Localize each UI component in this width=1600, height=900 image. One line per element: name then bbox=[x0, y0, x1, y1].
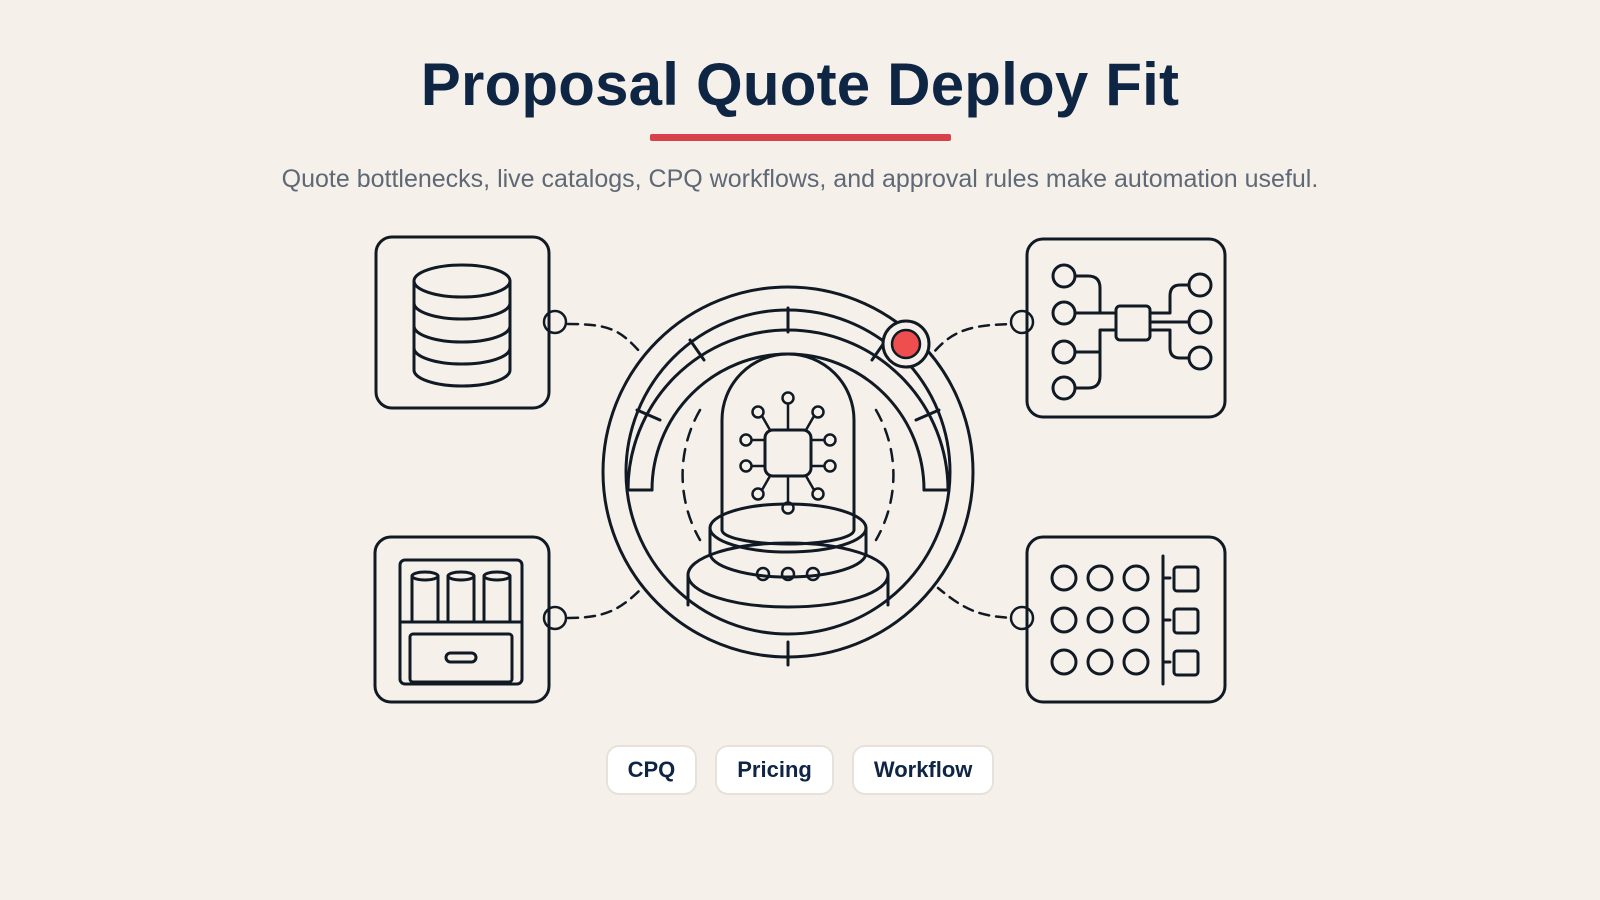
tag-workflow: Workflow bbox=[851, 745, 995, 795]
tag-pricing: Pricing bbox=[715, 745, 834, 795]
toggle-grid-icon bbox=[1025, 535, 1227, 704]
database-icon bbox=[374, 235, 551, 410]
connector-node-top-left bbox=[542, 309, 568, 335]
connector-node-top-right bbox=[1009, 309, 1035, 335]
tag-row: CPQ Pricing Workflow bbox=[0, 745, 1600, 795]
tag-cpq: CPQ bbox=[605, 745, 698, 795]
connector-node-bottom-left bbox=[542, 605, 568, 631]
connector-nodes bbox=[542, 309, 1035, 631]
alert-dot-icon bbox=[881, 319, 931, 369]
connector-bottom-right bbox=[936, 586, 1025, 620]
ai-chip-dome-icon bbox=[601, 285, 975, 667]
title-underline bbox=[650, 134, 951, 141]
page-subtitle: Quote bottlenecks, live catalogs, CPQ wo… bbox=[281, 165, 1319, 193]
connector-top-left bbox=[566, 322, 642, 354]
connectors bbox=[566, 322, 1025, 620]
workflow-network-icon bbox=[1025, 237, 1227, 419]
connector-bottom-left bbox=[566, 586, 644, 620]
connector-top-right bbox=[932, 322, 1025, 354]
cabinet-drawer-icon bbox=[373, 535, 551, 704]
connector-node-bottom-right bbox=[1009, 605, 1035, 631]
page-title: Proposal Quote Deploy Fit bbox=[420, 51, 1180, 118]
